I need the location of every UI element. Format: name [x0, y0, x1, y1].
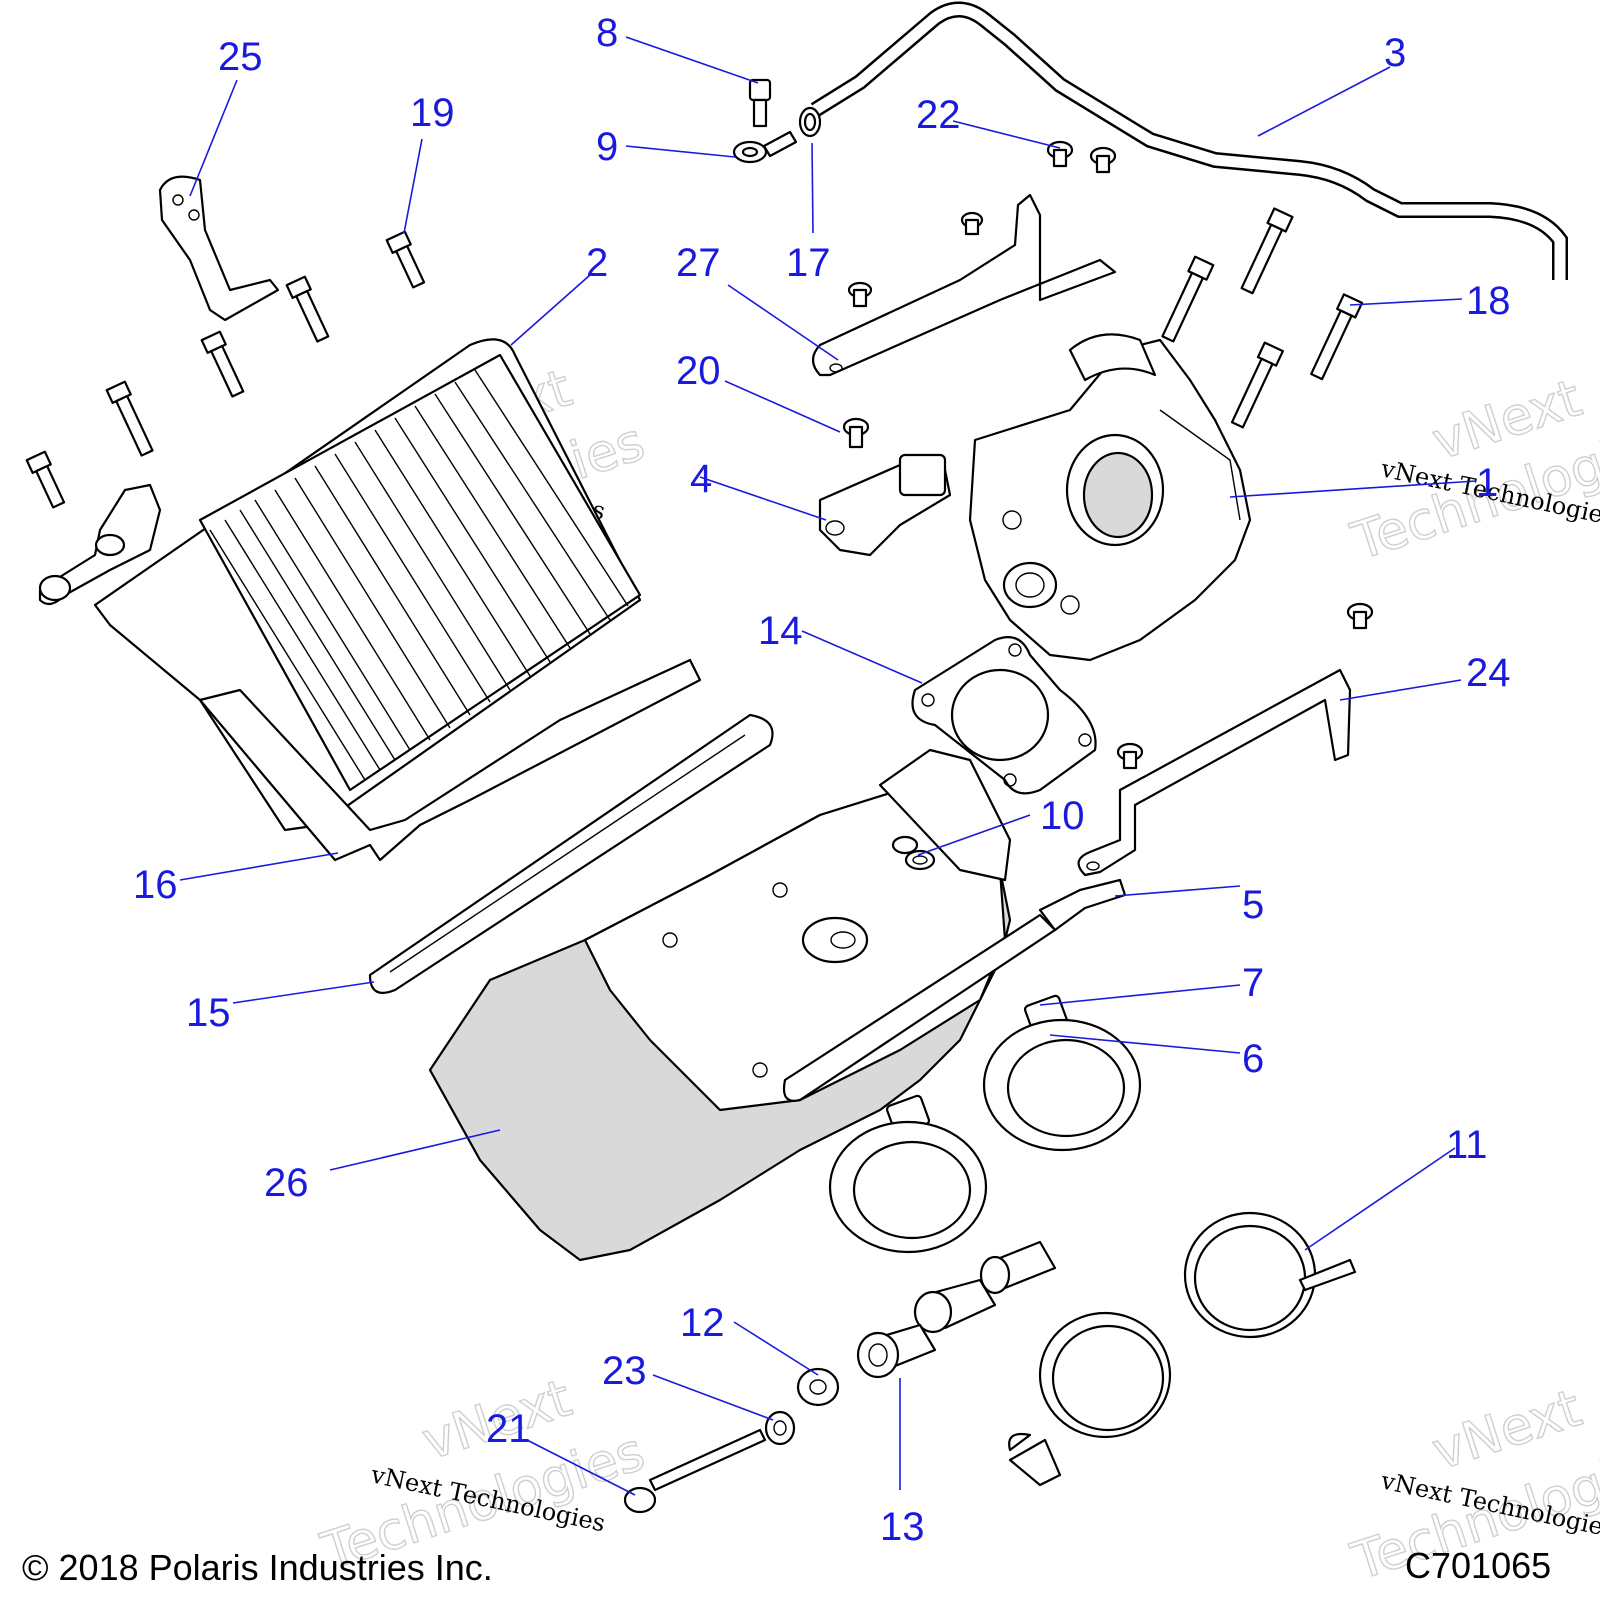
footer: © 2018 Polaris Industries Inc. C701065	[22, 1545, 1551, 1588]
callout-4: 4	[690, 457, 712, 501]
support-bracket	[1077, 602, 1374, 877]
callout-9: 9	[596, 125, 618, 169]
sensor-screw	[842, 417, 870, 449]
callout-20: 20	[676, 349, 721, 393]
fuel-rail	[782, 878, 1127, 1102]
callout-16: 16	[133, 863, 178, 907]
callout-24: 24	[1466, 651, 1511, 695]
intake-outlets	[828, 1018, 1142, 1254]
callout-22: 22	[916, 93, 961, 137]
vent-tube	[810, 1, 1568, 280]
throttle-body	[968, 333, 1252, 662]
callout-25: 25	[218, 35, 263, 79]
callout-19: 19	[410, 91, 455, 135]
callout-21: 21	[486, 1407, 531, 1451]
short-bolts	[25, 230, 426, 509]
throttle-gasket	[911, 636, 1097, 795]
band-clamps	[1008, 1211, 1357, 1487]
plenum-gasket	[368, 713, 774, 994]
callout-7: 7	[1242, 961, 1264, 1005]
callout-1: 1	[1476, 461, 1498, 505]
banjo-fitting	[732, 130, 798, 164]
leader-lines	[179, 36, 1477, 1496]
callout-6: 6	[1242, 1037, 1264, 1081]
callout-labels: 1 2 3 4 5 6 7 8 9 10 11 12 13 14 15 16 1…	[133, 11, 1511, 1549]
callout-11: 11	[1446, 1123, 1488, 1167]
callout-26: 26	[264, 1161, 309, 1205]
intercooler-seal	[198, 658, 702, 862]
callout-17: 17	[786, 241, 831, 285]
map-sensor	[818, 453, 952, 557]
callout-8: 8	[596, 11, 618, 55]
diagram-code: C701065	[1405, 1545, 1551, 1586]
callout-14: 14	[758, 609, 803, 653]
callout-18: 18	[1466, 279, 1511, 323]
long-bolts	[1161, 207, 1364, 429]
banjo-bolt	[748, 78, 772, 128]
callout-27: 27	[676, 241, 721, 285]
callout-23: 23	[602, 1349, 647, 1393]
mounting-bracket	[811, 193, 1117, 377]
callout-12: 12	[680, 1301, 725, 1345]
callout-2: 2	[586, 241, 608, 285]
cooler-bracket	[158, 175, 280, 322]
callout-15: 15	[186, 991, 231, 1035]
callout-10: 10	[1040, 794, 1085, 838]
copyright-text: © 2018 Polaris Industries Inc.	[22, 1547, 493, 1588]
port-plug	[904, 849, 936, 871]
mounting-isolators	[623, 1240, 1057, 1514]
callout-5: 5	[1242, 883, 1264, 927]
callout-13: 13	[880, 1505, 925, 1549]
screws	[1046, 140, 1117, 174]
callout-3: 3	[1384, 31, 1406, 75]
hose-clamp-small	[798, 106, 822, 138]
